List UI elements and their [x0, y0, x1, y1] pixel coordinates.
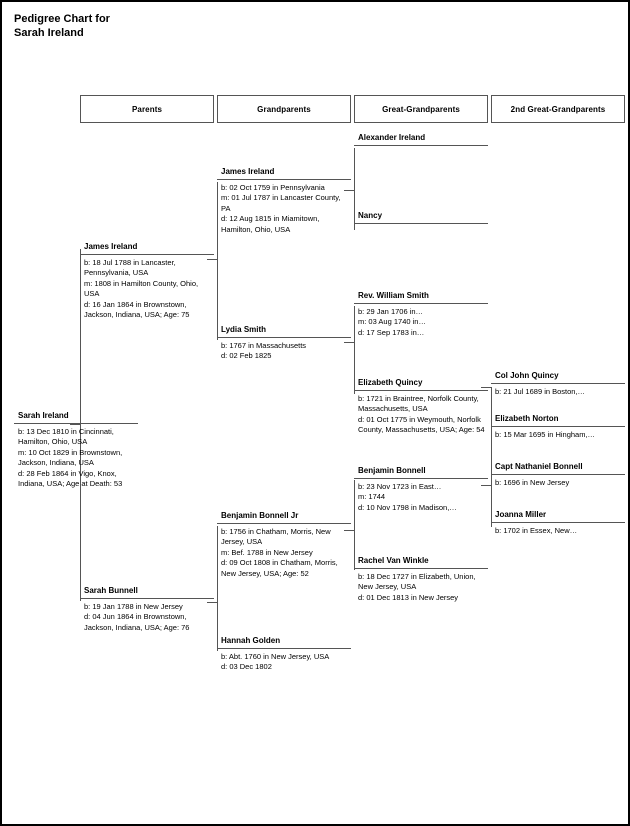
person-card-great-grandparent-2[interactable]: Nancy	[354, 210, 488, 227]
person-detail: b: 29 Jan 1706 in… m: 03 Aug 1740 in… d:…	[358, 307, 426, 337]
person-name: Hannah Golden	[217, 635, 351, 649]
page-title: Pedigree Chart for Sarah Ireland	[14, 13, 110, 39]
person-card-2nd-great-grandparent-3[interactable]: Capt Nathaniel Bonnell b: 1696 in New Je…	[491, 461, 625, 488]
person-detail: b: 18 Jul 1788 in Lancaster, Pennsylvani…	[84, 258, 199, 320]
connector-vertical-gp1	[354, 148, 355, 230]
person-detail: b: 1696 in New Jersey	[495, 478, 570, 487]
person-name: Benjamin Bonnell	[354, 465, 488, 479]
person-detail: b: 1721 in Braintree, Norfolk County, Ma…	[358, 394, 485, 435]
person-name: Nancy	[354, 210, 488, 224]
person-name: Capt Nathaniel Bonnell	[491, 461, 625, 475]
person-card-parent-father[interactable]: James Ireland b: 18 Jul 1788 in Lancaste…	[80, 241, 214, 320]
person-card-subject[interactable]: Sarah Ireland b: 13 Dec 1810 in Cincinna…	[14, 410, 138, 489]
column-header-label: 2nd Great-Grandparents	[510, 104, 606, 114]
connector-horizontal-parent-mother	[207, 602, 218, 603]
column-header-great-grandparents: Great-Grandparents	[354, 95, 488, 123]
person-card-2nd-great-grandparent-4[interactable]: Joanna Miller b: 1702 in Essex, New…	[491, 509, 625, 536]
connector-vertical-subject	[80, 249, 81, 601]
column-header-parents: Parents	[80, 95, 214, 123]
connector-vertical-ggp-quincy	[491, 387, 492, 527]
connector-horizontal-ggp-quincy	[481, 387, 492, 388]
person-detail: b: 1702 in Essex, New…	[495, 526, 578, 535]
person-card-2nd-great-grandparent-2[interactable]: Elizabeth Norton b: 15 Mar 1695 in Hingh…	[491, 413, 625, 440]
person-detail: b: 19 Jan 1788 in New Jersey d: 04 Jun 1…	[84, 602, 190, 632]
person-detail	[354, 224, 488, 227]
connector-horizontal-gp1	[344, 190, 355, 191]
person-card-great-grandparent-4[interactable]: Elizabeth Quincy b: 1721 in Braintree, N…	[354, 377, 488, 436]
person-name: Sarah Bunnell	[80, 585, 214, 599]
person-card-great-grandparent-3[interactable]: Rev. William Smith b: 29 Jan 1706 in… m:…	[354, 290, 488, 338]
person-name: Alexander Ireland	[354, 132, 488, 146]
person-detail: b: 1756 in Chatham, Morris, New Jersey, …	[221, 527, 338, 578]
person-detail: b: 13 Dec 1810 in Cincinnati, Hamilton, …	[18, 427, 123, 489]
person-name: Rachel Van Winkle	[354, 555, 488, 569]
person-name: Benjamin Bonnell Jr	[217, 510, 351, 524]
person-card-great-grandparent-5[interactable]: Benjamin Bonnell b: 23 Nov 1723 in East……	[354, 465, 488, 513]
person-detail: b: 1767 in Massachusetts d: 02 Feb 1825	[221, 341, 307, 361]
person-detail: b: 02 Oct 1759 in Pennsylvania m: 01 Jul…	[221, 183, 341, 234]
person-name: Lydia Smith	[217, 324, 351, 338]
person-detail: b: 23 Nov 1723 in East… m: 1744 d: 10 No…	[358, 482, 457, 512]
person-card-great-grandparent-1[interactable]: Alexander Ireland	[354, 132, 488, 149]
connector-vertical-parent-father	[217, 182, 218, 340]
person-card-grandparent-4[interactable]: Hannah Golden b: Abt. 1760 in New Jersey…	[217, 635, 351, 673]
column-header-2nd-great-grandparents: 2nd Great-Grandparents	[491, 95, 625, 123]
column-header-label: Parents	[131, 104, 163, 114]
connector-vertical-gp2	[354, 306, 355, 394]
person-card-2nd-great-grandparent-1[interactable]: Col John Quincy b: 21 Jul 1689 in Boston…	[491, 370, 625, 397]
connector-horizontal-subject	[70, 424, 81, 425]
person-name: Sarah Ireland	[14, 410, 138, 424]
person-card-grandparent-2[interactable]: Lydia Smith b: 1767 in Massachusetts d: …	[217, 324, 351, 362]
person-card-great-grandparent-6[interactable]: Rachel Van Winkle b: 18 Dec 1727 in Eliz…	[354, 555, 488, 603]
column-header-label: Great-Grandparents	[382, 104, 460, 114]
column-header-label: Grandparents	[257, 104, 311, 114]
person-detail: b: 18 Dec 1727 in Elizabeth, Union, New …	[358, 572, 476, 602]
connector-vertical-parent-mother	[217, 526, 218, 651]
person-card-parent-mother[interactable]: Sarah Bunnell b: 19 Jan 1788 in New Jers…	[80, 585, 214, 633]
person-detail: b: Abt. 1760 in New Jersey, USA d: 03 De…	[221, 652, 330, 672]
connector-horizontal-gp2	[344, 342, 355, 343]
connector-vertical-gp3	[354, 480, 355, 570]
person-detail: b: 15 Mar 1695 in Hingham,…	[495, 430, 596, 439]
person-name: James Ireland	[80, 241, 214, 255]
connector-horizontal-parent-father	[207, 259, 218, 260]
person-name: Col John Quincy	[491, 370, 625, 384]
person-detail	[354, 146, 488, 149]
connector-horizontal-ggp-bonnell	[481, 485, 492, 486]
column-header-grandparents: Grandparents	[217, 95, 351, 123]
person-name: Joanna Miller	[491, 509, 625, 523]
connector-horizontal-gp3	[344, 530, 355, 531]
person-detail: b: 21 Jul 1689 in Boston,…	[495, 387, 586, 396]
person-name: Elizabeth Quincy	[354, 377, 488, 391]
person-name: Rev. William Smith	[354, 290, 488, 304]
person-name: James Ireland	[217, 166, 351, 180]
person-card-grandparent-3[interactable]: Benjamin Bonnell Jr b: 1756 in Chatham, …	[217, 510, 351, 579]
person-name: Elizabeth Norton	[491, 413, 625, 427]
person-card-grandparent-1[interactable]: James Ireland b: 02 Oct 1759 in Pennsylv…	[217, 166, 351, 235]
